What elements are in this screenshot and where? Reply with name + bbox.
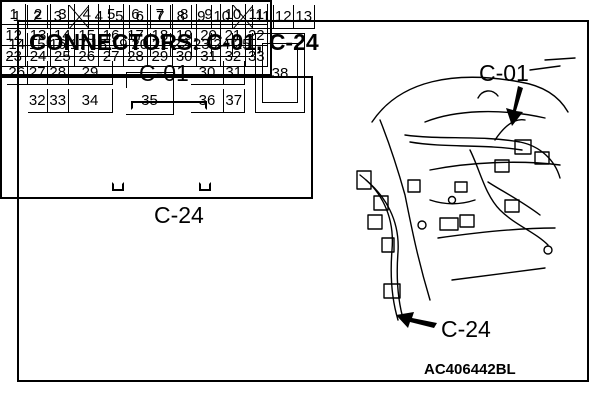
c01-bottom-key-right xyxy=(199,182,211,191)
diagram-frame xyxy=(17,20,589,382)
c24-pin: 18 xyxy=(89,33,110,57)
c24-pin: 10 xyxy=(212,5,233,29)
c24-pin: 32 xyxy=(27,89,48,113)
c24-pin: 4 xyxy=(89,5,110,29)
c24-pin: 14 xyxy=(7,33,28,57)
c01-pin: 3 xyxy=(50,4,76,25)
c24-pin: 3 xyxy=(48,5,69,29)
dash-upper-edge xyxy=(424,110,546,123)
c01-callout-arrow xyxy=(506,86,523,126)
c24-pin: 29 xyxy=(68,61,113,85)
c01-pin: 9 xyxy=(196,4,222,25)
c24-pin: 2 xyxy=(27,5,48,29)
c01-pin: 13 xyxy=(26,25,51,46)
c24-blank-pin-x-icon xyxy=(232,5,253,29)
c24-pin: 31 xyxy=(224,61,245,85)
c24-pin: 17 xyxy=(68,33,89,57)
c24-pin-38: 38 xyxy=(262,43,298,103)
c01-pin: 8 xyxy=(172,4,197,25)
c01-pin: 5 xyxy=(99,4,124,25)
c01-top-latch xyxy=(131,101,207,110)
c24-pin: 23 xyxy=(191,33,212,57)
c24-callout-label: C-24 xyxy=(441,316,491,342)
c24-pin: 8 xyxy=(171,5,192,29)
c01-callout-label: C-01 xyxy=(479,60,529,86)
c01-pin: 6 xyxy=(123,4,149,25)
c24-pin: 21 xyxy=(150,33,171,57)
c01-pin: 17 xyxy=(123,25,149,46)
c24-callout-arrow xyxy=(396,312,437,328)
c24-pin: 1 xyxy=(7,5,28,29)
c01-pin: 2 xyxy=(26,4,51,25)
c24-connector-label: C-24 xyxy=(154,202,204,228)
c24-pin: 26 xyxy=(7,61,28,85)
c24-pin: 19 xyxy=(109,33,130,57)
c24-center-latch xyxy=(126,72,174,88)
figure-code: AC406442BL xyxy=(424,361,516,378)
c24-pin: 22 xyxy=(171,33,192,57)
c01-pin: 12 xyxy=(2,25,27,46)
c01-pin: 4 xyxy=(75,4,100,25)
c01-pin: 14 xyxy=(50,25,76,46)
c24-pin: 6 xyxy=(130,5,151,29)
c24-pin: 37 xyxy=(224,89,245,113)
c01-pin: 15 xyxy=(75,25,100,46)
c24-blank-pin-x-icon xyxy=(68,5,89,29)
c24-pin: 35 xyxy=(126,87,174,115)
c01-pin: 19 xyxy=(172,25,197,46)
c24-pin: 25 xyxy=(232,33,253,57)
c24-pin: 11 xyxy=(253,5,274,29)
a-pillar-line xyxy=(379,119,431,301)
c24-pin: 34 xyxy=(68,89,113,113)
c01-pin: 21 xyxy=(221,25,246,46)
c24-pin: 30 xyxy=(191,61,224,85)
c24-pin: 7 xyxy=(150,5,171,29)
c01-bottom-key-left xyxy=(112,182,124,191)
c24-pin: 15 xyxy=(27,33,48,57)
c24-pin: 12 xyxy=(273,5,294,29)
dashboard-outline xyxy=(371,76,569,123)
c01-pin: 16 xyxy=(99,25,124,46)
c24-pin: 36 xyxy=(191,89,224,113)
c24-pin: 24 xyxy=(212,33,233,57)
c24-pin: 9 xyxy=(191,5,212,29)
c24-pin: 16 xyxy=(48,33,69,57)
c01-pin: 7 xyxy=(148,4,173,25)
c01-pin: 1 xyxy=(2,4,27,25)
c01-pin: 18 xyxy=(148,25,173,46)
c01-pin: 20 xyxy=(196,25,222,46)
c24-pin: 33 xyxy=(48,89,69,113)
c24-pin: 5 xyxy=(109,5,130,29)
c24-large-terminal-housing xyxy=(255,33,305,113)
c24-pin: 28 xyxy=(48,61,69,85)
c24-pin: 27 xyxy=(27,61,48,85)
c24-pin: 20 xyxy=(130,33,151,57)
c24-pin: 13 xyxy=(294,5,315,29)
